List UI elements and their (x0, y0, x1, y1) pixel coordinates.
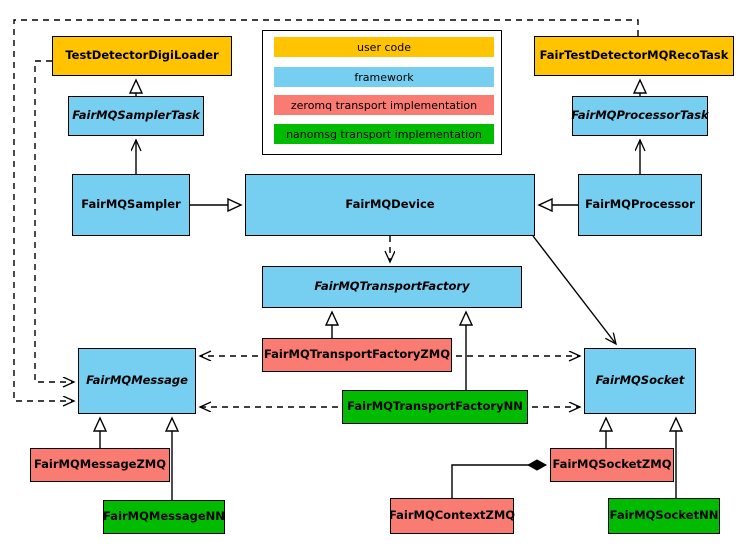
class-label: FairMQSamplerTask (72, 108, 200, 123)
legend-label-user-code: user code (356, 40, 412, 54)
legend-item-user-code: user code (274, 37, 494, 57)
class-label: FairMQSocketNN (609, 508, 719, 523)
legend-label-nanomsg: nanomsg transport implementation (286, 127, 482, 141)
class-node-fairmqprocessortask[interactable]: FairMQProcessorTask (571, 96, 709, 136)
class-label: FairMQContextZMQ (388, 508, 516, 523)
edge-recotask-to-message (13, 19, 639, 401)
class-label: FairMQSampler (81, 197, 181, 212)
class-label: TestDetectorDigiLoader (65, 48, 219, 63)
class-label: FairTestDetectorMQRecoTask (539, 48, 729, 63)
class-node-fairmqmessagenn[interactable]: FairMQMessageNN (103, 500, 225, 534)
class-node-fairmqsocketnn[interactable]: FairMQSocketNN (608, 498, 720, 534)
legend-item-framework: framework (274, 67, 494, 87)
edge-contextzmq-to-socketzmq (451, 465, 546, 498)
class-label: FairMQMessage (86, 373, 188, 388)
class-node-fairmqsamplertask[interactable]: FairMQSamplerTask (68, 96, 204, 136)
class-label: FairMQDevice (345, 197, 435, 212)
class-node-fairmqsocket[interactable]: FairMQSocket (584, 348, 696, 414)
class-label: FairMQSocket (595, 373, 685, 388)
class-node-fairmqmessage[interactable]: FairMQMessage (78, 348, 196, 414)
edge-device-to-socket (532, 235, 616, 344)
legend-item-zeromq: zeromq transport implementation (274, 95, 494, 115)
class-node-fairmqtransportfactorynn[interactable]: FairMQTransportFactoryNN (342, 390, 528, 424)
class-node-fairmqtransportfactory[interactable]: FairMQTransportFactory (262, 266, 522, 308)
class-node-testdetectordigiloader[interactable]: TestDetectorDigiLoader (52, 36, 232, 76)
class-label: FairMQProcessorTask (571, 108, 709, 123)
class-label: FairMQSocketZMQ (552, 457, 672, 472)
edge-digiloader-to-message (34, 60, 74, 382)
class-node-fairmqdevice[interactable]: FairMQDevice (245, 174, 535, 236)
legend-label-zeromq: zeromq transport implementation (290, 98, 478, 112)
class-node-fairmqsocketzmq[interactable]: FairMQSocketZMQ (550, 448, 674, 482)
class-label: FairMQTransportFactoryZMQ (263, 347, 450, 362)
legend-label-framework: framework (354, 70, 414, 84)
class-node-fairmqprocessor[interactable]: FairMQProcessor (578, 174, 702, 236)
class-node-fairmqsampler[interactable]: FairMQSampler (72, 174, 190, 236)
class-node-fairmqmessagezmq[interactable]: FairMQMessageZMQ (30, 448, 170, 482)
class-label: FairMQMessageNN (103, 509, 225, 524)
class-label: FairMQTransportFactoryNN (347, 399, 523, 414)
legend-item-nanomsg: nanomsg transport implementation (274, 124, 494, 144)
class-label: FairMQMessageZMQ (33, 457, 167, 472)
class-label: FairMQProcessor (585, 197, 695, 212)
class-node-fairtestdetectormqrecotask[interactable]: FairTestDetectorMQRecoTask (534, 36, 734, 76)
class-node-fairmqcontextzmq[interactable]: FairMQContextZMQ (388, 498, 516, 534)
class-node-fairmqtransportfactoryzmq[interactable]: FairMQTransportFactoryZMQ (262, 338, 452, 372)
class-label: FairMQTransportFactory (314, 279, 470, 294)
